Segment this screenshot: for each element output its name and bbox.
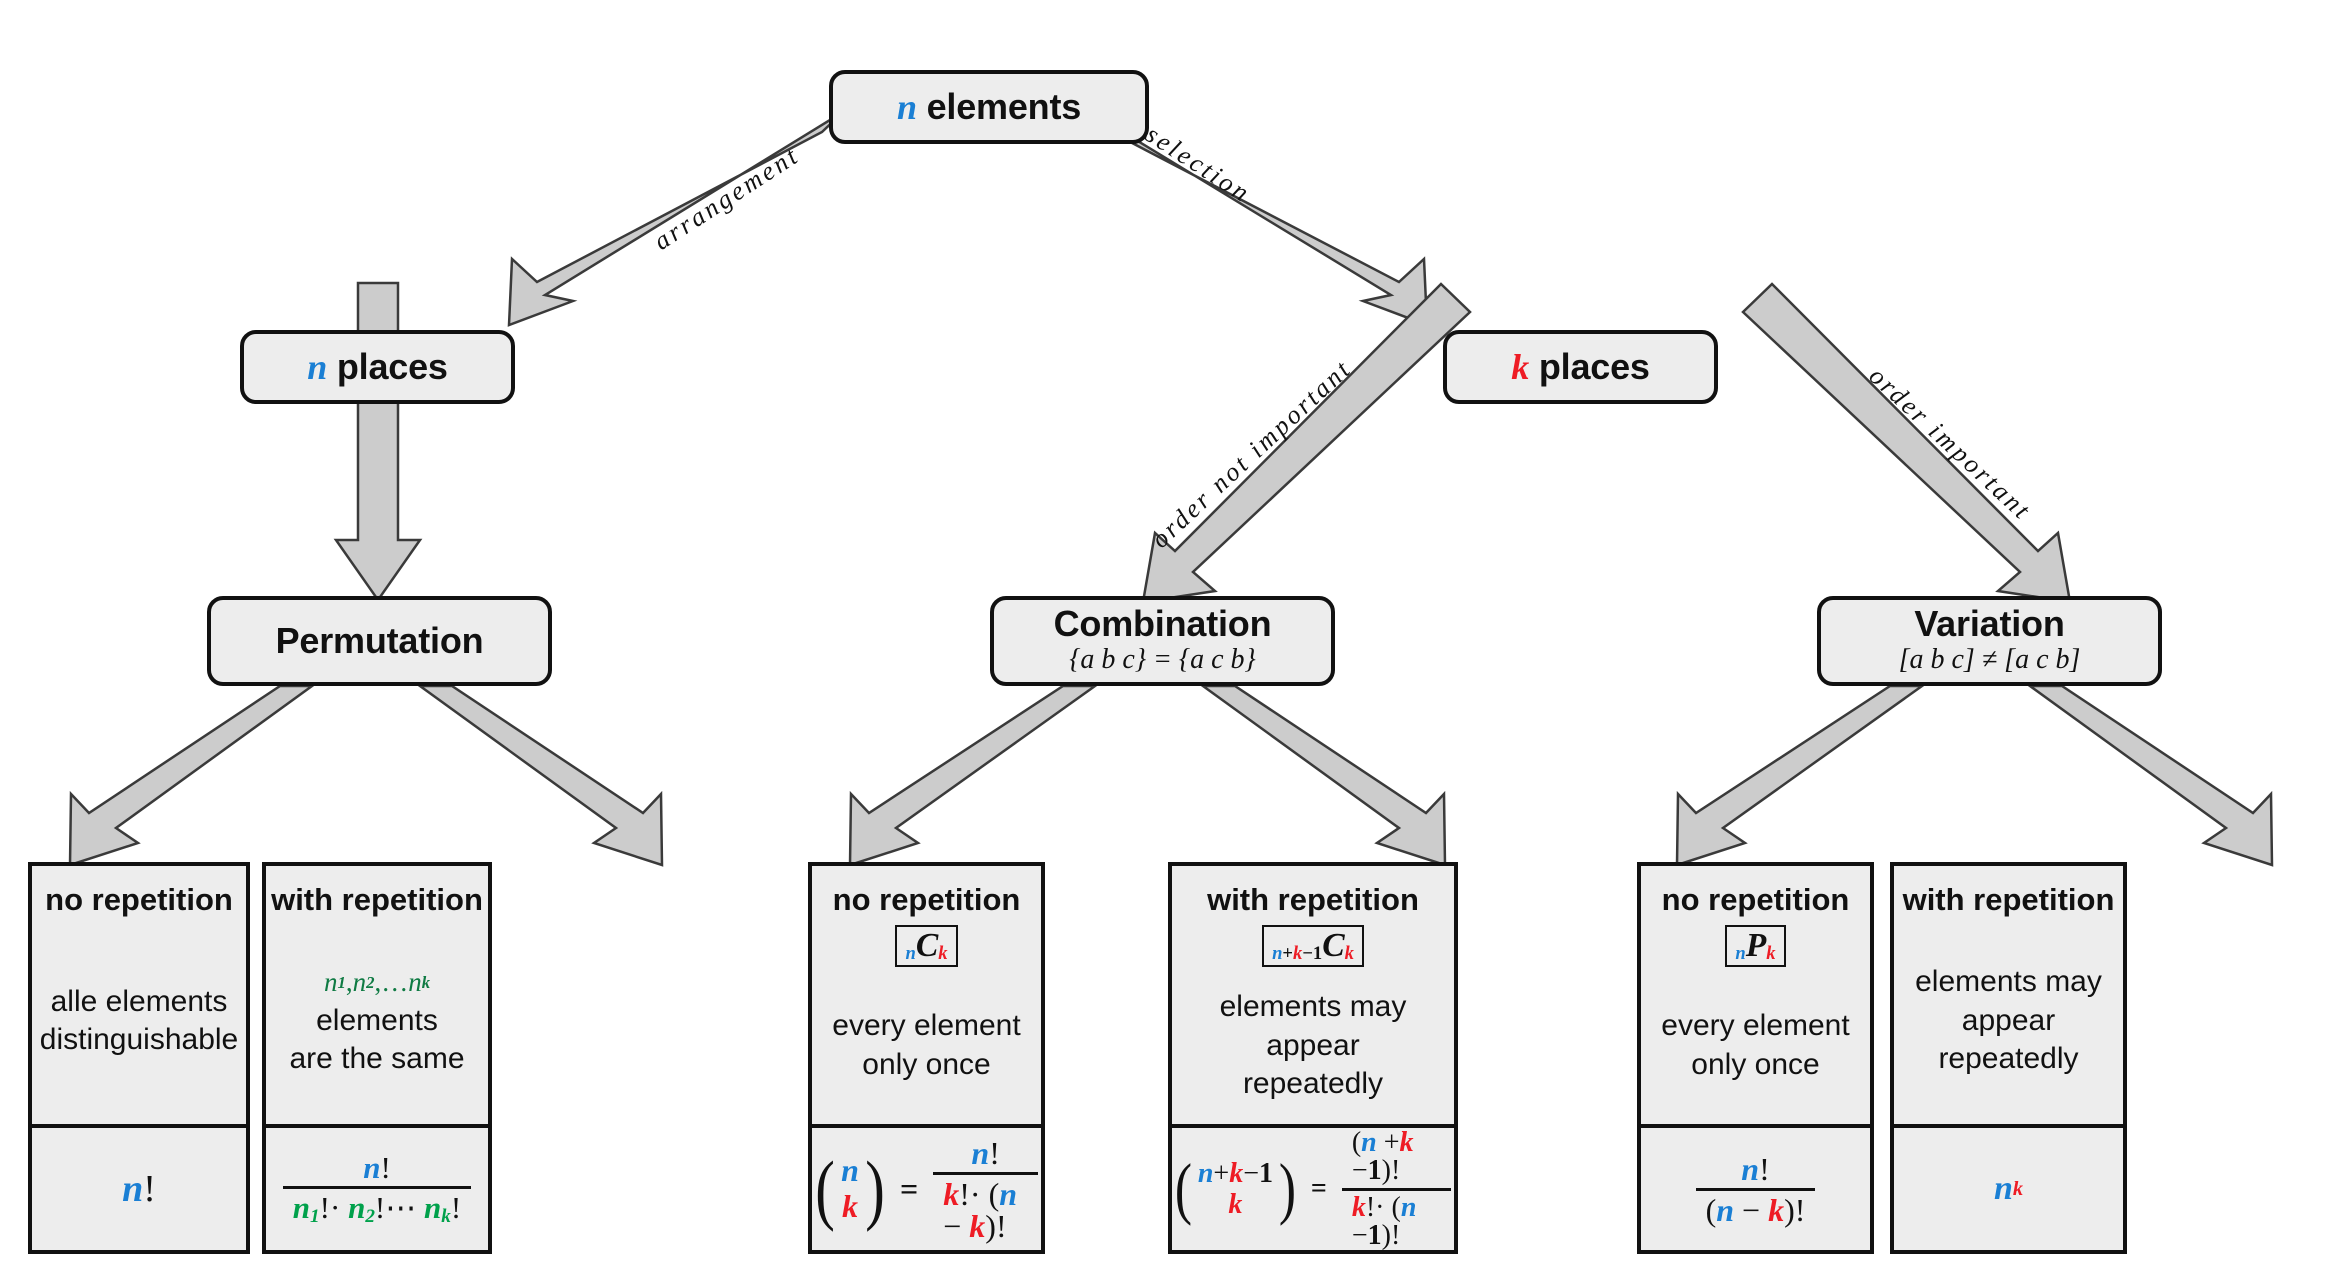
node-variation[interactable]: Variation [a b c] ≠ [a c b] bbox=[1817, 596, 2162, 686]
desc-line-2: repeatedly bbox=[1242, 1066, 1384, 1100]
leaf-title: no repetition bbox=[832, 882, 1021, 917]
leaf-head: with repetition n+k−1Ck bbox=[1172, 866, 1454, 968]
leaf-head: no repetition nCk bbox=[812, 866, 1041, 968]
desc-line-1: every element bbox=[1661, 1009, 1850, 1043]
leaf-formula: ( n+k−1 k ) = (n +k −1)! k!· bbox=[1172, 1128, 1454, 1250]
desc-line-2: only once bbox=[1691, 1047, 1820, 1081]
leaf-description: every element only once bbox=[1641, 967, 1870, 1124]
formula-bang: ! bbox=[143, 1168, 156, 1210]
nplaces-variable: n bbox=[307, 347, 328, 387]
arrow-order-important bbox=[1741, 282, 2072, 604]
arrow-perm-right bbox=[416, 684, 664, 867]
leaf-title: no repetition bbox=[1661, 882, 1850, 917]
leaf-formula: n! (n − k)! bbox=[1641, 1128, 1870, 1250]
leaf-formula: ( n k ) = n! k!· (n − k)! bbox=[812, 1128, 1041, 1250]
arrow-order-not-important bbox=[1141, 282, 1472, 604]
arrow-nplaces-permutation bbox=[333, 281, 423, 603]
leaf-permutation-no-repetition[interactable]: no repetition alle elements distinguisha… bbox=[28, 862, 250, 1254]
arrow-var-right bbox=[2026, 684, 2274, 867]
leaf-description: elements may appear repeatedly bbox=[1172, 967, 1454, 1124]
badge-n-plus-k-minus-1-c-k: n+k−1Ck bbox=[1262, 925, 1364, 968]
leaf-divider bbox=[32, 1124, 246, 1128]
node-n-elements[interactable]: n elements bbox=[829, 70, 1149, 144]
node-k-places[interactable]: k places bbox=[1443, 330, 1718, 404]
variation-example: [a b c] ≠ [a c b] bbox=[1898, 643, 2081, 675]
badge-npr: nPk bbox=[1725, 925, 1786, 968]
leaf-description: elements may appear repeatedly bbox=[1894, 918, 2123, 1124]
arrow-perm-left bbox=[68, 684, 316, 867]
desc-line-1: every element bbox=[832, 1009, 1021, 1043]
node-permutation[interactable]: Permutation bbox=[207, 596, 552, 686]
desc-line-1: elements may appear bbox=[1219, 990, 1407, 1062]
leaf-description: alle elements distinguishable bbox=[32, 918, 246, 1124]
leaf-head: no repetition nPk bbox=[1641, 866, 1870, 968]
kplaces-label: places bbox=[1538, 346, 1650, 387]
badge-ncr: nCk bbox=[895, 925, 958, 968]
desc-line-2: are the same bbox=[289, 1042, 465, 1076]
node-combination[interactable]: Combination {a b c} = {a c b} bbox=[990, 596, 1335, 686]
arrow-comb-left bbox=[848, 684, 1099, 867]
leaf-head: with repetition bbox=[1894, 866, 2123, 918]
leaf-divider bbox=[266, 1124, 488, 1128]
leaf-divider bbox=[1172, 1124, 1454, 1128]
leaf-divider bbox=[1894, 1124, 2123, 1128]
node-n-places[interactable]: n places bbox=[240, 330, 515, 404]
leaf-formula: n! n1!· n2!⋯ nk! bbox=[266, 1128, 488, 1250]
leaf-head: no repetition bbox=[32, 866, 246, 918]
permutation-title: Permutation bbox=[275, 620, 484, 661]
formula-n: n bbox=[122, 1168, 144, 1210]
desc-line-2: only once bbox=[862, 1047, 991, 1081]
desc-line-1: elements bbox=[316, 1003, 438, 1037]
leaf-combination-with-repetition[interactable]: with repetition n+k−1Ck elements may app… bbox=[1168, 862, 1458, 1254]
leaf-description: every element only once bbox=[812, 967, 1041, 1124]
arrow-var-left bbox=[1675, 684, 1926, 867]
leaf-combination-no-repetition[interactable]: no repetition nCk every element only onc… bbox=[808, 862, 1045, 1254]
leaf-variation-no-repetition[interactable]: no repetition nPk every element only onc… bbox=[1637, 862, 1874, 1254]
leaf-title: with repetition bbox=[1902, 882, 2115, 917]
nplaces-label: places bbox=[336, 346, 448, 387]
combination-example: {a b c} = {a c b} bbox=[1069, 643, 1256, 675]
leaf-title: with repetition bbox=[271, 882, 483, 917]
arrow-comb-right bbox=[1199, 684, 1447, 867]
arrow-arrangement bbox=[507, 110, 844, 327]
desc-line-1: alle elements bbox=[50, 984, 228, 1018]
leaf-formula: n! bbox=[32, 1128, 246, 1250]
combination-title: Combination bbox=[1053, 603, 1272, 645]
desc-line-2: repeatedly bbox=[1938, 1042, 2079, 1076]
leaf-head: with repetition bbox=[266, 866, 488, 918]
kplaces-variable: k bbox=[1511, 347, 1530, 387]
leaf-divider bbox=[1641, 1124, 1870, 1128]
desc-line-2: distinguishable bbox=[39, 1023, 239, 1056]
leaf-title: with repetition bbox=[1207, 882, 1419, 917]
leaf-variation-with-repetition[interactable]: with repetition elements may appear repe… bbox=[1890, 862, 2127, 1254]
leaf-divider bbox=[812, 1124, 1041, 1128]
root-variable: n bbox=[896, 87, 917, 127]
root-label: elements bbox=[926, 86, 1082, 127]
desc-line-1: elements may appear bbox=[1915, 965, 2102, 1037]
leaf-title: no repetition bbox=[45, 882, 233, 917]
variation-title: Variation bbox=[1914, 603, 2065, 645]
